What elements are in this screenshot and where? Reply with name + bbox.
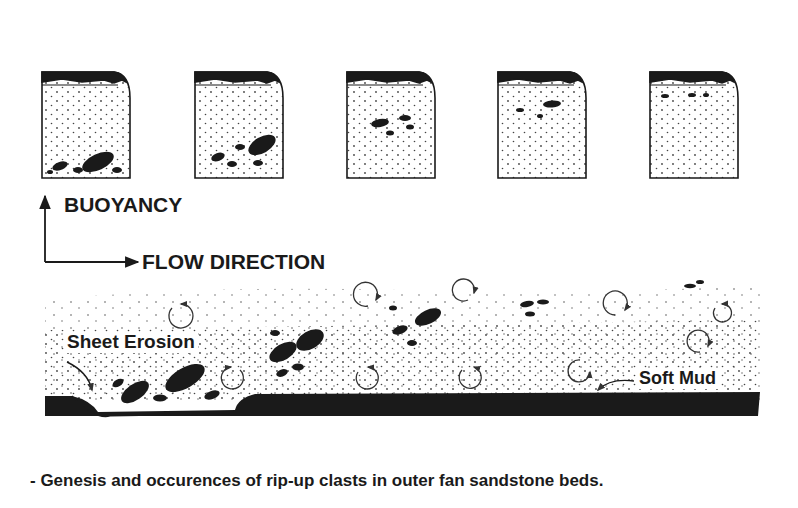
core-box (42, 72, 130, 178)
core-box (195, 72, 283, 178)
core-box (347, 72, 435, 178)
core-box (650, 72, 738, 178)
axis-label: FLOW DIRECTION (142, 250, 325, 273)
axis-label: BUOYANCY (64, 193, 182, 216)
callout-label: Soft Mud (636, 369, 719, 389)
core-box (498, 72, 586, 178)
caption: - Genesis and occurences of rip-up clast… (30, 472, 603, 491)
callout-label: Sheet Erosion (64, 332, 198, 353)
